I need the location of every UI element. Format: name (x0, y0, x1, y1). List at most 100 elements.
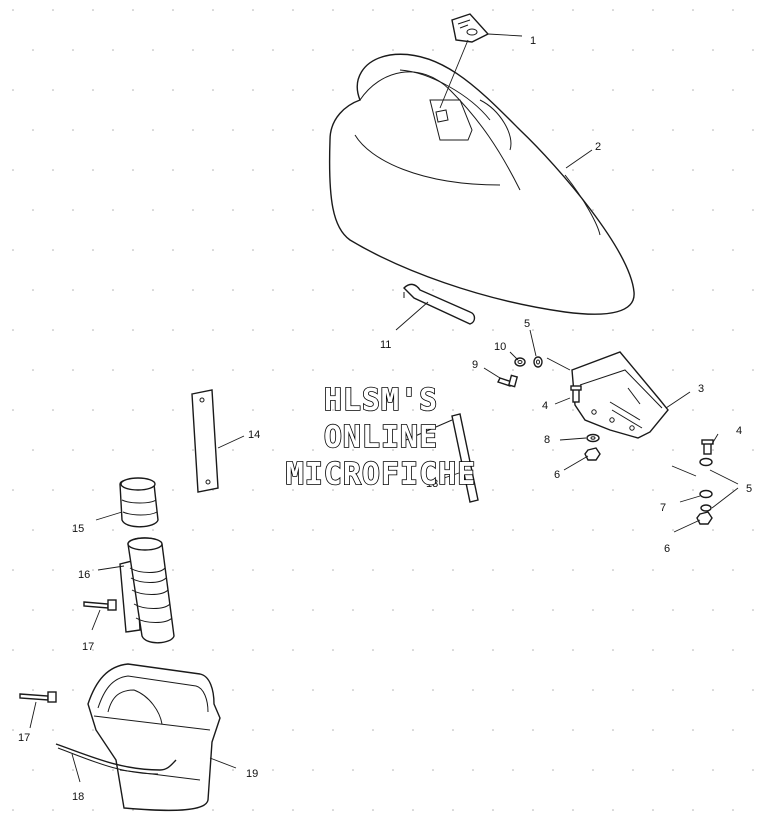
background-dot (412, 409, 414, 411)
callout-15: 15 (72, 523, 84, 535)
callout-7: 7 (660, 502, 666, 514)
background-dot (72, 769, 74, 771)
background-dot (592, 209, 594, 211)
background-dot (652, 329, 654, 331)
background-dot (572, 89, 574, 91)
background-dot (272, 529, 274, 531)
background-dot (372, 329, 374, 331)
background-dot (592, 609, 594, 611)
background-dot (732, 489, 734, 491)
background-dot (132, 809, 134, 811)
background-dot (352, 609, 354, 611)
background-dot (752, 49, 754, 51)
background-dot (532, 649, 534, 651)
background-dot (112, 769, 114, 771)
background-dot (152, 289, 154, 291)
part-filter (119, 477, 159, 528)
background-dot (472, 769, 474, 771)
background-dot (232, 529, 234, 531)
background-dot (732, 409, 734, 411)
background-dot (672, 209, 674, 211)
background-dot (312, 529, 314, 531)
background-dot (352, 449, 354, 451)
background-dot (252, 809, 254, 811)
fastener-washer-5a (533, 356, 543, 368)
part-airbox (87, 663, 221, 812)
background-dot (32, 769, 34, 771)
background-dot (432, 769, 434, 771)
background-dot (192, 49, 194, 51)
background-dot (672, 689, 674, 691)
background-dot (92, 89, 94, 91)
background-dot (272, 289, 274, 291)
background-dot (492, 649, 494, 651)
background-dot (192, 609, 194, 611)
background-dot (32, 689, 34, 691)
background-dot (712, 129, 714, 131)
background-dot (332, 409, 334, 411)
background-dot (92, 649, 94, 651)
background-dot (672, 49, 674, 51)
background-dot (232, 609, 234, 611)
background-dot (532, 729, 534, 731)
background-dot (492, 409, 494, 411)
background-dot (12, 89, 14, 91)
background-dot (612, 169, 614, 171)
background-dot (472, 449, 474, 451)
background-dot (12, 169, 14, 171)
background-dot (672, 769, 674, 771)
background-dot (132, 649, 134, 651)
background-dot (212, 9, 214, 11)
background-dot (172, 649, 174, 651)
background-dot (332, 89, 334, 91)
background-dot (752, 129, 754, 131)
background-dot (712, 449, 714, 451)
background-dot (632, 449, 634, 451)
background-dot (292, 249, 294, 251)
background-dot (112, 289, 114, 291)
background-dot (692, 409, 694, 411)
watermark-line-1: HLSM'S (324, 383, 438, 418)
background-dot (532, 489, 534, 491)
background-dot (52, 649, 54, 651)
callout-17: 17 (18, 732, 30, 744)
background-dot (132, 329, 134, 331)
background-dot (472, 369, 474, 371)
callout-14: 14 (248, 429, 260, 441)
background-dot (472, 49, 474, 51)
background-dot (712, 529, 714, 531)
background-dot (392, 529, 394, 531)
background-dot (192, 369, 194, 371)
background-dot (592, 529, 594, 531)
fastener-centerlines (546, 357, 697, 477)
background-dot (92, 809, 94, 811)
background-dot (172, 409, 174, 411)
background-dot (252, 489, 254, 491)
background-dot (712, 209, 714, 211)
callout-5: 5 (746, 483, 752, 495)
background-dot (32, 369, 34, 371)
background-dot (412, 649, 414, 651)
background-dot (372, 729, 374, 731)
part-mount-bracket (571, 351, 669, 439)
background-dot (72, 209, 74, 211)
background-dot (612, 729, 614, 731)
background-dot (52, 9, 54, 11)
background-dot (752, 529, 754, 531)
background-dot (372, 9, 374, 11)
watermark-line-2: ONLINE (324, 420, 438, 455)
background-dot (732, 809, 734, 811)
background-dot (432, 689, 434, 691)
background-dot (192, 289, 194, 291)
background-dot (752, 449, 754, 451)
background-dot (92, 409, 94, 411)
background-dot (532, 409, 534, 411)
background-dot (452, 809, 454, 811)
background-dot (412, 809, 414, 811)
background-dot (652, 809, 654, 811)
background-dot (252, 409, 254, 411)
background-dot (652, 489, 654, 491)
background-dot (752, 609, 754, 611)
background-dot (492, 89, 494, 91)
callout-17: 17 (82, 641, 94, 653)
